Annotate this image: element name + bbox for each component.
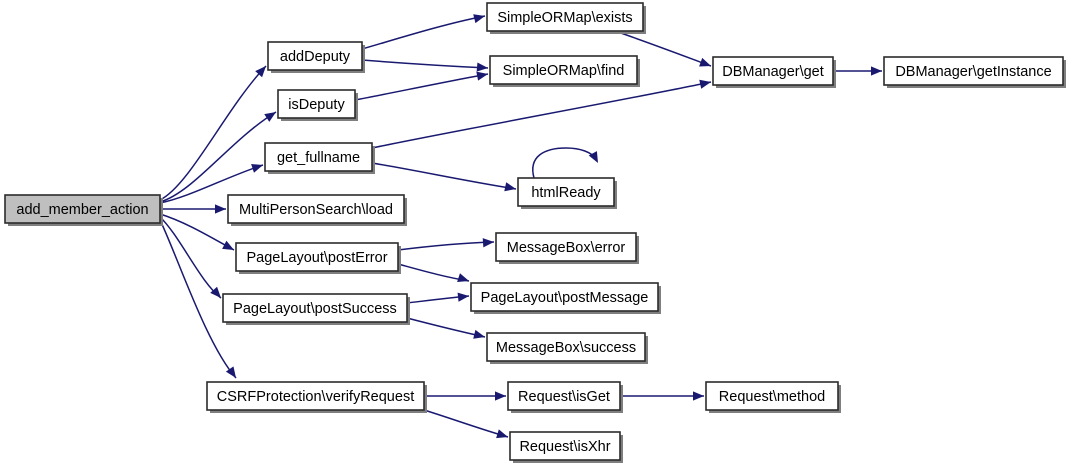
arrowhead xyxy=(482,238,494,248)
node-label: MessageBox\success xyxy=(496,340,636,356)
node-label: Request\isGet xyxy=(518,389,610,405)
node-Request_isXhr[interactable]: Request\isXhr xyxy=(509,431,623,463)
node-SimpleORMap_find[interactable]: SimpleORMap\find xyxy=(489,55,640,87)
edge-PageLayout_postSuccess-to-MessageBox_success xyxy=(406,317,486,338)
node-box[interactable] xyxy=(227,194,405,224)
node-MultiPersonSearch_load[interactable]: MultiPersonSearch\load xyxy=(227,194,407,226)
arrowhead xyxy=(871,66,882,76)
node-box[interactable] xyxy=(235,242,399,272)
arrowhead xyxy=(457,292,469,302)
arrowhead xyxy=(495,391,506,401)
arrowhead xyxy=(457,273,469,282)
node-isDeputy[interactable]: isDeputy xyxy=(277,89,358,121)
node-label: PageLayout\postSuccess xyxy=(233,301,397,317)
node-label: add_member_action xyxy=(16,202,148,218)
node-htmlReady[interactable]: htmlReady xyxy=(517,177,617,209)
node-label: SimpleORMap\find xyxy=(503,63,625,79)
node-label: PageLayout\postError xyxy=(246,250,387,266)
node-box[interactable] xyxy=(517,177,615,207)
node-get_fullname[interactable]: get_fullname xyxy=(264,142,375,174)
edge-add_member_action-to-PageLayout_postSuccess xyxy=(159,216,222,299)
edge-add_member_action-to-get_fullname xyxy=(159,164,264,204)
node-box[interactable] xyxy=(486,332,646,362)
node-MessageBox_error[interactable]: MessageBox\error xyxy=(495,232,639,264)
node-label: CSRFProtection\verifyRequest xyxy=(217,389,414,405)
arrowhead xyxy=(255,66,266,78)
arrowhead xyxy=(251,164,263,173)
node-MessageBox_success[interactable]: MessageBox\success xyxy=(486,332,648,364)
edge-isDeputy-to-SimpleORMap_find xyxy=(354,73,489,101)
node-box[interactable] xyxy=(489,55,638,85)
arrowhead xyxy=(504,182,516,192)
node-box[interactable] xyxy=(486,2,644,32)
node-box[interactable] xyxy=(4,194,161,224)
node-PageLayout_postError[interactable]: PageLayout\postError xyxy=(235,242,401,274)
arrowhead xyxy=(215,204,226,214)
node-label: PageLayout\postMessage xyxy=(481,290,649,306)
arrowhead xyxy=(693,391,704,401)
node-box[interactable] xyxy=(495,232,637,262)
node-box[interactable] xyxy=(222,293,408,323)
node-Request_method[interactable]: Request\method xyxy=(705,381,841,413)
edge-addDeputy-to-SimpleORMap_find xyxy=(361,59,489,69)
arrowhead xyxy=(588,151,598,163)
node-label: Request\method xyxy=(719,389,825,405)
arrowhead xyxy=(473,329,485,339)
edge-get_fullname-to-DBManager_get xyxy=(371,81,712,149)
node-PageLayout_postMessage[interactable]: PageLayout\postMessage xyxy=(470,282,661,314)
node-label: MessageBox\error xyxy=(507,240,626,256)
node-box[interactable] xyxy=(712,56,834,86)
node-label: Request\isXhr xyxy=(519,439,610,455)
node-label: DBManager\get xyxy=(722,64,824,80)
node-label: isDeputy xyxy=(288,97,345,113)
node-DBManager_getInstance[interactable]: DBManager\getInstance xyxy=(883,56,1066,88)
node-box[interactable] xyxy=(267,41,363,71)
arrowhead xyxy=(473,14,485,24)
node-SimpleORMap_exists[interactable]: SimpleORMap\exists xyxy=(486,2,646,34)
arrowhead xyxy=(210,286,221,298)
node-box[interactable] xyxy=(507,381,621,411)
arrowhead xyxy=(476,71,488,81)
node-addDeputy[interactable]: addDeputy xyxy=(267,41,365,73)
edge-addDeputy-to-SimpleORMap_exists xyxy=(361,15,486,50)
edge-CSRFProtection_verifyRequest-to-Request_isXhr xyxy=(423,409,509,438)
node-box[interactable] xyxy=(206,381,425,411)
node-box[interactable] xyxy=(883,56,1064,86)
node-label: MultiPersonSearch\load xyxy=(239,202,393,218)
edge-add_member_action-to-addDeputy xyxy=(159,65,267,201)
node-label: DBManager\getInstance xyxy=(895,64,1051,80)
arrowhead xyxy=(496,429,508,439)
edge-get_fullname-to-htmlReady xyxy=(371,162,517,190)
node-box[interactable] xyxy=(277,89,356,119)
edge-htmlReady-to-htmlReady xyxy=(532,147,598,179)
node-label: htmlReady xyxy=(531,185,601,201)
node-box[interactable] xyxy=(509,431,621,461)
arrowhead xyxy=(699,57,711,67)
nodes-layer: add_member_action addDeputy isDeputy get_fu… xyxy=(4,2,1066,463)
node-box[interactable] xyxy=(705,381,839,411)
arrowhead xyxy=(222,240,234,250)
arrowhead xyxy=(476,62,488,72)
arrowhead xyxy=(699,79,711,89)
node-box[interactable] xyxy=(470,282,659,312)
arrowheads-layer xyxy=(210,14,882,439)
node-label: get_fullname xyxy=(277,150,360,166)
edge-PageLayout_postError-to-MessageBox_error xyxy=(397,241,495,251)
edge-add_member_action-to-isDeputy xyxy=(159,111,277,203)
node-label: SimpleORMap\exists xyxy=(497,10,632,26)
node-add_member_action[interactable]: add_member_action xyxy=(4,194,163,226)
edge-add_member_action-to-CSRFProtection_verifyRequest xyxy=(159,219,237,379)
node-Request_isGet[interactable]: Request\isGet xyxy=(507,381,623,413)
node-DBManager_get[interactable]: DBManager\get xyxy=(712,56,836,88)
arrowhead xyxy=(264,112,276,122)
node-label: addDeputy xyxy=(280,49,351,65)
node-box[interactable] xyxy=(264,142,373,172)
node-CSRFProtection_verifyRequest[interactable]: CSRFProtection\verifyRequest xyxy=(206,381,427,413)
arrowhead xyxy=(225,366,236,378)
node-PageLayout_postSuccess[interactable]: PageLayout\postSuccess xyxy=(222,293,410,325)
